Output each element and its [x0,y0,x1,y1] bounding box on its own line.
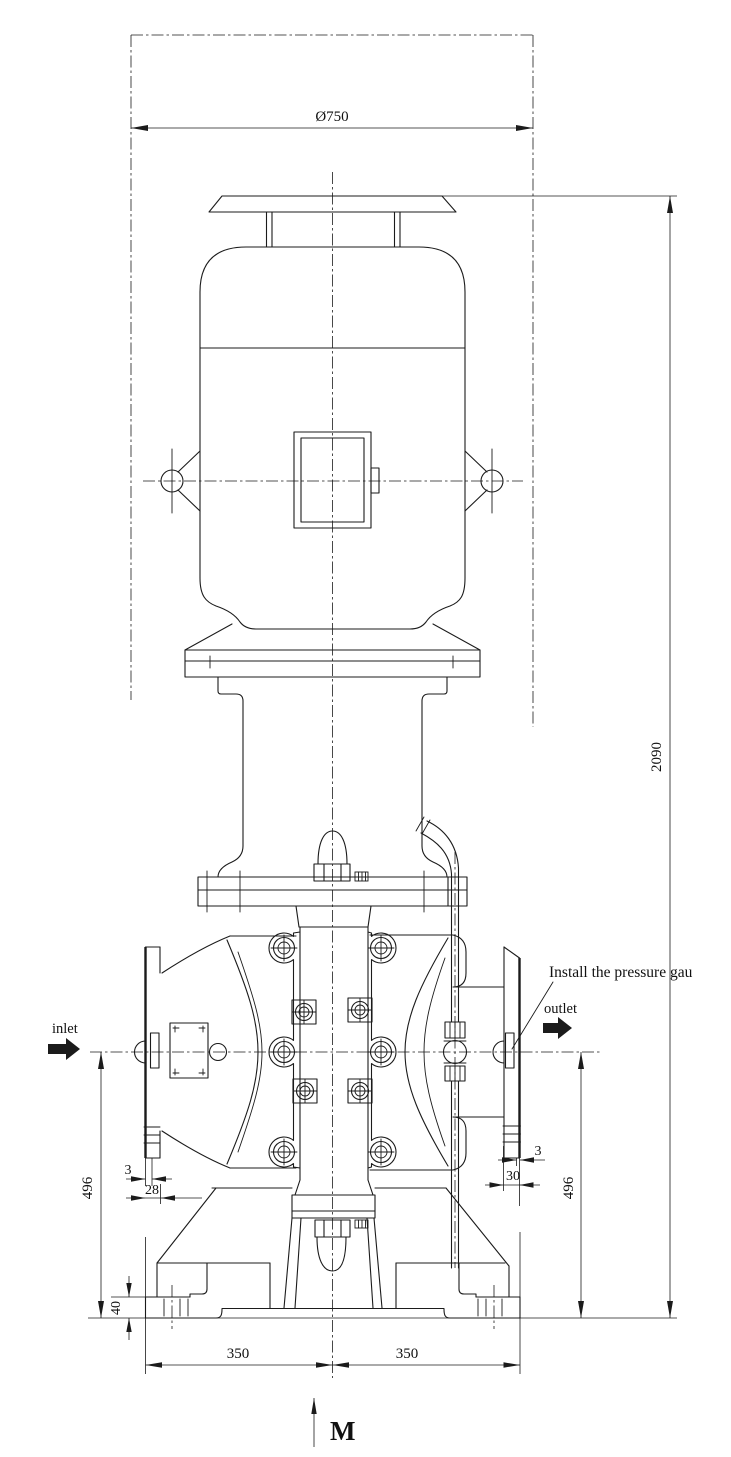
bolt [367,1038,395,1066]
bolt [367,1138,395,1166]
pump-barrel [268,926,397,1181]
foot-hatch-left [163,1298,189,1317]
bolt-pad [292,1078,318,1104]
lifting-eye-right [464,448,504,514]
inlet-flange [134,946,161,1159]
tie-bolts [270,934,395,1166]
lifting-eye-left [160,448,201,514]
centerlines [90,34,600,1378]
bolt [270,934,298,962]
note-leader-line [511,981,554,1050]
label-outlet: outlet [544,1001,577,1017]
dim-overall-height-2090: 2090 [649,742,665,772]
label-marker-m: M [330,1416,355,1446]
dim-350-left: 350 [227,1346,250,1362]
outlet-flange [492,946,521,1159]
inlet-arrow-icon [48,1038,80,1060]
window-corner-ticks [172,1025,206,1076]
barrel-bottom [283,1179,383,1309]
bolt [367,934,395,962]
dim-350-right: 350 [396,1346,419,1362]
bolt-pad [347,1078,373,1104]
junction-box [293,431,380,529]
dim-height-496-right: 496 [561,1176,577,1199]
foot-hatch-right [477,1298,503,1317]
bolt [270,1138,298,1166]
dim-3-left: 3 [125,1163,132,1178]
outlet-arrow-icon [543,1017,572,1039]
pump-base [144,1187,521,1319]
label-inlet: inlet [52,1021,78,1037]
motor-body [199,246,466,630]
dim-28: 28 [145,1183,159,1198]
dimensions: Ø750 2090 496 496 3 28 [80,109,677,1374]
dim-3-right: 3 [535,1144,542,1159]
volute-casing [161,934,505,1171]
seal-dome [313,830,369,882]
labels: inlet outlet Install the pressure gau M [48,964,693,1447]
motor-flange [184,623,481,678]
bolt [270,1038,298,1066]
note-pressure-gauge: Install the pressure gau [549,964,693,981]
gauge-pipe [415,816,468,1269]
motor-stool [217,676,448,878]
dim-40: 40 [109,1301,124,1315]
dim-30: 30 [506,1169,520,1184]
pipe-union [442,1021,468,1082]
pump-top-flange [197,870,468,928]
bolt-pad [347,997,373,1023]
dim-diameter-750: Ø750 [315,109,348,125]
bolt-pad [291,999,317,1025]
dim-height-496-left: 496 [80,1176,96,1199]
